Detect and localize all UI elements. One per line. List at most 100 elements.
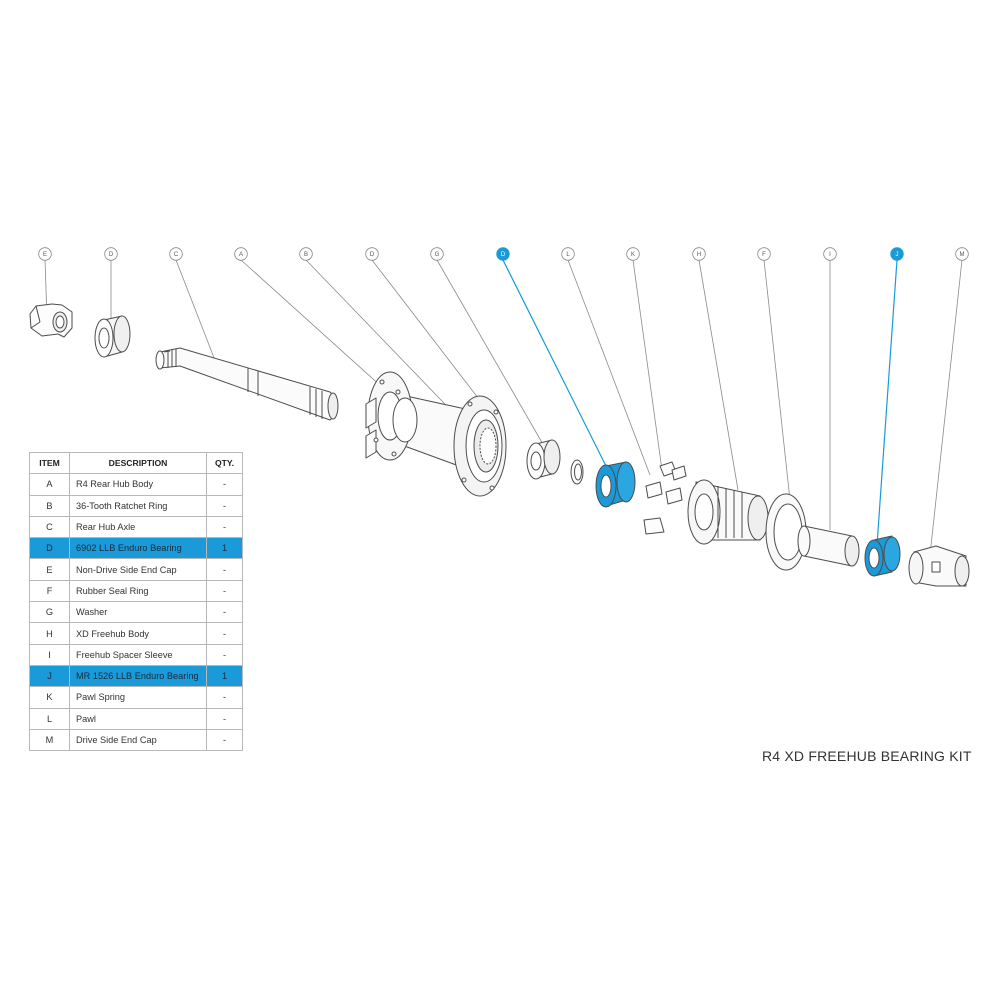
table-row: E Non-Drive Side End Cap - [29,558,243,581]
callout-H: H [692,247,706,261]
part-xd-freehub-body [687,479,769,545]
table-row: C Rear Hub Axle - [29,515,243,539]
callout-D-1: D [104,247,118,261]
table-row: H XD Freehub Body - [29,622,243,645]
callout-M: M [955,247,969,261]
cell-description: R4 Rear Hub Body [69,473,207,496]
table-row: K Pawl Spring - [29,686,243,709]
callout-label: G [435,252,440,258]
cell-description: Non-Drive Side End Cap [69,558,207,581]
cell-qty: - [206,686,243,709]
part-pawls [643,481,683,535]
cell-item: E [29,558,70,581]
cell-description: Rubber Seal Ring [69,579,207,603]
cell-qty: - [206,558,243,581]
cell-item: F [29,579,70,603]
part-bearing-j-highlighted [864,535,901,577]
callout-F: F [757,247,771,261]
cell-qty: - [206,579,243,603]
callout-K: K [626,247,640,261]
callout-label: E [43,252,47,258]
cell-description: XD Freehub Body [69,622,207,645]
cell-qty: - [206,494,243,517]
callout-label: L [566,252,570,258]
cell-qty: - [206,707,243,730]
part-bearing-d-left [94,315,131,358]
callout-D-2: D [365,247,379,261]
cell-item: J [29,664,70,688]
cell-qty: - [206,622,243,645]
table-row-highlighted: D 6902 LLB Enduro Bearing 1 [29,537,243,560]
table-row: M Drive Side End Cap - [29,728,243,752]
callout-label: A [239,252,243,258]
cell-item: K [29,686,70,709]
callout-label: D [370,252,375,258]
header-description: DESCRIPTION [69,451,207,475]
part-washer [570,459,584,485]
callout-label: H [697,252,701,258]
part-non-drive-side-end-cap [29,303,73,338]
callout-A: A [234,247,248,261]
callout-J-highlighted: J [890,247,904,261]
cell-description: Washer [69,601,207,624]
cell-item: I [29,643,70,666]
table-row: L Pawl - [29,707,243,730]
cell-description: Rear Hub Axle [69,515,207,539]
callout-label: B [304,252,308,258]
cell-description: Freehub Spacer Sleeve [69,643,207,666]
part-drive-side-end-cap [908,545,970,587]
callout-D-highlighted: D [496,247,510,261]
cell-qty: 1 [206,537,243,560]
table-header-row: ITEM DESCRIPTION QTY. [29,451,243,475]
part-ratchet-ring [479,427,497,465]
callout-label: I [829,252,831,258]
part-bearing-d-middle [526,439,561,480]
kit-title: R4 XD FREEHUB BEARING KIT [762,748,972,764]
cell-description: Pawl Spring [69,686,207,709]
cell-qty: - [206,728,243,752]
header-item: ITEM [29,451,70,475]
callout-label: F [762,252,766,258]
part-rear-hub-axle [155,347,339,421]
callout-label: J [896,252,899,258]
cell-item: H [29,622,70,645]
header-qty: QTY. [206,451,243,475]
part-freehub-spacer-sleeve [797,525,860,567]
cell-qty: - [206,643,243,666]
part-pawl-springs [659,461,687,481]
table-row: G Washer - [29,601,243,624]
cell-item: G [29,601,70,624]
cell-item: D [29,537,70,560]
callout-label: M [960,252,965,258]
cell-qty: - [206,601,243,624]
parts-table: ITEM DESCRIPTION QTY. A R4 Rear Hub Body… [29,451,243,752]
callout-I: I [823,247,837,261]
cell-item: B [29,494,70,517]
cell-qty: 1 [206,664,243,688]
table-row-highlighted: J MR 1526 LLB Enduro Bearing 1 [29,664,243,688]
cell-description: 6902 LLB Enduro Bearing [69,537,207,560]
cell-qty: - [206,515,243,539]
cell-description: 36-Tooth Ratchet Ring [69,494,207,517]
callout-G: G [430,247,444,261]
table-row: F Rubber Seal Ring - [29,579,243,603]
cell-description: Pawl [69,707,207,730]
cell-qty: - [206,473,243,496]
part-bearing-d-highlighted [595,461,636,508]
table-row: A R4 Rear Hub Body - [29,473,243,496]
callout-label: D [109,252,114,258]
table-row: B 36-Tooth Ratchet Ring - [29,494,243,517]
callout-B: B [299,247,313,261]
callout-label: C [174,252,179,258]
cell-item: L [29,707,70,730]
callout-E-1: E [38,247,52,261]
table-row: I Freehub Spacer Sleeve - [29,643,243,666]
cell-description: Drive Side End Cap [69,728,207,752]
callout-label: K [631,252,635,258]
callout-L: L [561,247,575,261]
cell-description: MR 1526 LLB Enduro Bearing [69,664,207,688]
cell-item: M [29,728,70,752]
callout-C: C [169,247,183,261]
leader-lines [44,259,963,556]
